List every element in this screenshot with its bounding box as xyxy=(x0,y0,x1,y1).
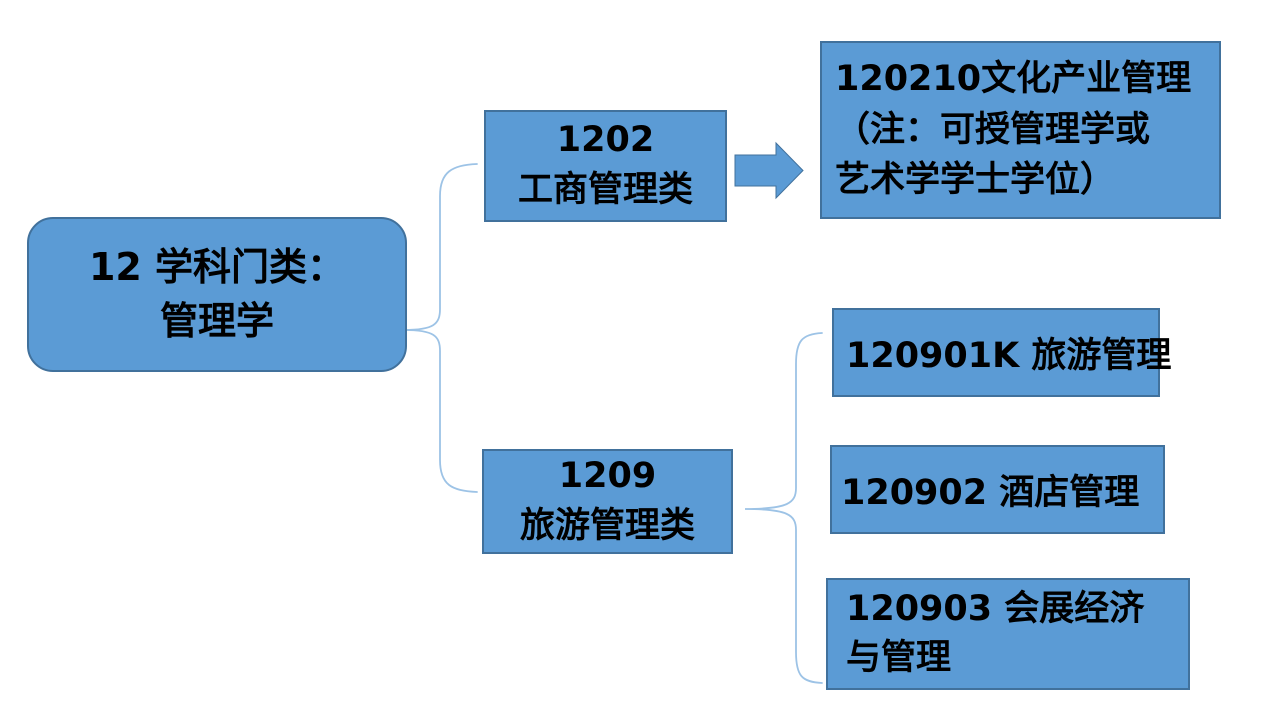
node-group-1202: 1202 工商管理类 xyxy=(484,110,727,222)
node-group-1209: 1209 旅游管理类 xyxy=(482,449,733,554)
node-text-line: 管理学 xyxy=(159,298,274,343)
brace-root-to-groups xyxy=(403,163,478,493)
brace-1209-to-majors xyxy=(744,332,823,684)
node-text-line: 1202 xyxy=(556,120,655,161)
node-major-120901k: 120901K 旅游管理 xyxy=(832,308,1172,397)
node-text-line: 工商管理类 xyxy=(517,170,693,210)
node-text-line: 120902 酒店管理 xyxy=(841,473,1140,513)
node-major-120210: 120210文化产业管理 （注：可授管理学或 艺术学学士学位） xyxy=(820,41,1221,219)
right-arrow-icon xyxy=(734,141,804,200)
node-text-line: （注：可授管理学或 xyxy=(835,109,1151,150)
node-text-line: 旅游管理类 xyxy=(519,505,695,546)
node-major-120902: 120902 酒店管理 xyxy=(830,445,1165,534)
node-major-120903: 120903 会展经济 与管理 xyxy=(826,578,1190,690)
node-text-line: 120901K 旅游管理 xyxy=(846,336,1172,376)
node-text-line: 120210文化产业管理 xyxy=(835,59,1192,100)
node-text-line: 120903 会展经济 xyxy=(846,589,1145,629)
node-root-discipline: 12 学科门类： 管理学 xyxy=(27,217,407,372)
node-text-line: 与管理 xyxy=(846,638,952,678)
node-text-line: 12 学科门类： xyxy=(88,244,346,289)
node-text-line: 1209 xyxy=(558,455,657,496)
node-text-line: 艺术学学士学位） xyxy=(835,160,1116,201)
